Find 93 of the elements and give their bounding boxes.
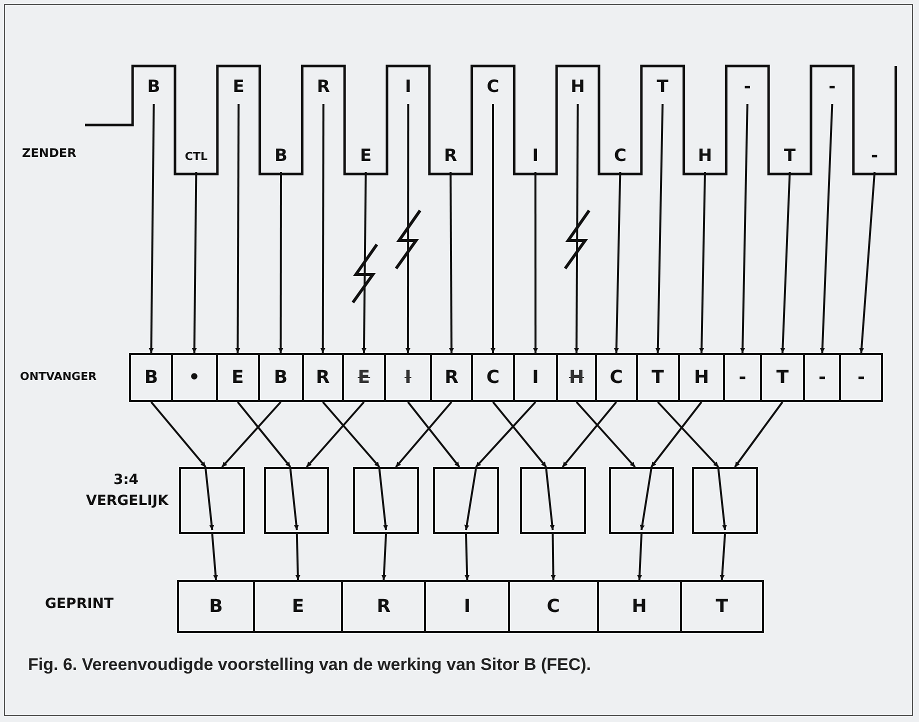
received-character-cell: I — [384, 353, 432, 402]
comparison-box — [179, 467, 245, 534]
arrow — [236, 401, 292, 468]
received-character-cell: B — [258, 353, 304, 402]
received-character-cell: • — [171, 353, 218, 402]
received-character-cell: - — [839, 353, 883, 402]
arrow — [448, 172, 454, 353]
arrow — [650, 401, 702, 468]
waveform-character: R — [432, 140, 469, 172]
received-character-cell: I — [513, 353, 558, 402]
arrow — [614, 172, 622, 354]
arrow — [637, 534, 642, 580]
arrow — [490, 104, 496, 353]
printed-character-cell: E — [253, 580, 343, 633]
row-label: GEPRINT — [45, 596, 115, 612]
received-character-cell: R — [302, 353, 344, 402]
arrow — [405, 104, 410, 353]
waveform-character: T — [644, 70, 681, 104]
received-character-cell: E — [342, 353, 386, 402]
arrow — [148, 104, 155, 353]
arrow — [574, 104, 580, 353]
arrow — [235, 104, 240, 353]
received-character-cell: T — [760, 353, 805, 402]
waveform-character: E — [220, 70, 257, 104]
arrow — [859, 172, 876, 354]
waveform-character: C — [474, 70, 512, 104]
comparison-box — [692, 467, 758, 534]
arrow — [395, 401, 452, 468]
arrow — [322, 401, 380, 468]
waveform-character: R — [305, 70, 342, 104]
comparison-box — [520, 467, 586, 534]
row-label: ONTVANGER — [20, 370, 98, 383]
comparison-box — [609, 467, 674, 534]
arrow — [407, 401, 460, 468]
received-character-cell: R — [430, 353, 473, 402]
row-label: ZENDER — [22, 146, 78, 160]
arrow — [562, 401, 618, 468]
arrow — [381, 534, 387, 580]
received-character-cell: C — [471, 353, 515, 402]
received-character-cell: H — [556, 353, 597, 402]
printed-character-cell: T — [680, 580, 764, 633]
waveform-character: E — [348, 140, 384, 172]
waveform-character: - — [856, 140, 893, 172]
arrow — [699, 172, 706, 354]
waveform-character: I — [517, 140, 554, 172]
arrow — [820, 104, 834, 354]
received-character-cell: - — [723, 353, 762, 402]
waveform-character: H — [686, 140, 724, 172]
received-character-cell: E — [216, 353, 260, 402]
arrow — [221, 401, 282, 468]
waveform-character: - — [814, 70, 850, 104]
arrow — [740, 104, 748, 354]
received-character-cell: T — [636, 353, 680, 402]
comparison-box — [433, 467, 499, 534]
waveform-character: - — [729, 70, 766, 104]
printed-character-cell: R — [341, 580, 426, 633]
waveform-character: H — [560, 70, 596, 104]
comparison-box — [353, 467, 419, 534]
received-character-cell: H — [678, 353, 725, 402]
arrow — [192, 172, 198, 354]
arrow — [464, 534, 470, 580]
arrow — [211, 534, 218, 580]
arrow — [295, 534, 300, 580]
arrow — [150, 401, 206, 468]
waveform-character: C — [602, 140, 638, 172]
printed-character-cell: B — [177, 580, 255, 633]
received-character-cell: B — [129, 353, 173, 402]
comparison-box — [264, 467, 330, 534]
waveform-character: B — [136, 70, 172, 104]
arrow — [278, 172, 284, 353]
waveform-character: I — [390, 70, 426, 104]
printed-character-cell: I — [424, 580, 510, 633]
arrow — [475, 401, 536, 468]
waveform-character: B — [262, 140, 300, 172]
arrow — [655, 104, 664, 354]
arrow — [780, 172, 791, 354]
received-character-cell: C — [595, 353, 638, 402]
waveform-character: CTL — [178, 140, 214, 172]
waveform-character: T — [772, 140, 808, 172]
arrow — [576, 401, 636, 468]
printed-character-cell: H — [596, 580, 682, 633]
figure-caption: Fig. 6. Vereenvoudigde voorstelling van de werking van Sitor B (FEC). — [28, 655, 592, 675]
arrow — [720, 534, 726, 580]
arrow — [734, 401, 784, 468]
arrow — [362, 172, 367, 354]
received-character-cell: - — [803, 353, 842, 402]
arrow — [657, 401, 720, 468]
arrow — [550, 534, 556, 580]
printed-character-cell: C — [508, 580, 599, 633]
arrow — [306, 401, 365, 468]
arrow — [492, 401, 547, 468]
arrow — [320, 104, 326, 353]
arrow — [533, 172, 538, 353]
